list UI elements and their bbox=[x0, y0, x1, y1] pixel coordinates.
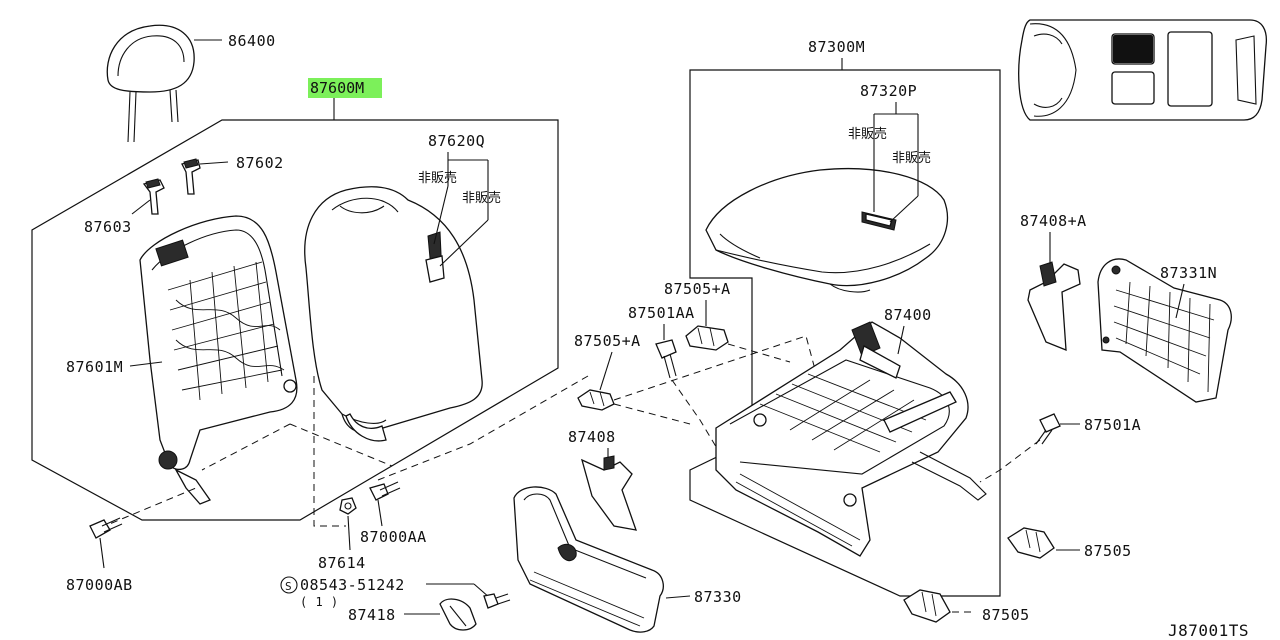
s-mark-letter: S bbox=[285, 580, 292, 593]
label-nut: 87614 bbox=[318, 554, 366, 572]
label-cover-1: 87505 bbox=[1084, 542, 1132, 560]
cushion-trim[interactable] bbox=[705, 167, 948, 293]
bolt-aa-seat[interactable] bbox=[655, 339, 677, 379]
guide-free[interactable] bbox=[142, 178, 165, 215]
label-cushion-trim: 87320P bbox=[860, 82, 917, 100]
label-cushion-assembly: 87300M bbox=[808, 38, 865, 56]
label-hinge-cover: 87408 bbox=[568, 428, 616, 446]
label-bolt-a: 87501A bbox=[1084, 416, 1141, 434]
label-cushion-frame: 87400 bbox=[884, 306, 932, 324]
label-not-sold-c: 非販売 bbox=[848, 126, 887, 142]
cover-1[interactable] bbox=[1007, 527, 1055, 559]
label-screw: 08543-51242 bbox=[300, 576, 405, 594]
label-cover-a-top: 87505+A bbox=[664, 280, 731, 298]
label-cover-2: 87505 bbox=[982, 606, 1030, 624]
nut[interactable] bbox=[339, 497, 357, 515]
label-not-sold-d: 非販売 bbox=[892, 150, 931, 166]
drawing-code: J87001TS bbox=[1168, 621, 1249, 640]
label-screw-qty: ( 1 ) bbox=[300, 595, 339, 609]
label-knob: 87418 bbox=[348, 606, 396, 624]
label-not-sold-a: 非販売 bbox=[418, 170, 457, 186]
screw[interactable] bbox=[483, 593, 511, 609]
hinge-cover-a[interactable] bbox=[1027, 261, 1081, 351]
label-guide-free: 87603 bbox=[84, 218, 132, 236]
label-bolt-aa: 87000AA bbox=[360, 528, 427, 546]
label-headrest: 86400 bbox=[228, 32, 276, 50]
label-bolt-aa-seat: 87501AA bbox=[628, 304, 695, 322]
s-mark-icon bbox=[280, 576, 298, 594]
headrest[interactable] bbox=[106, 24, 195, 143]
label-seat-back-trim: 87620Q bbox=[428, 132, 485, 150]
finisher-inner[interactable] bbox=[513, 486, 664, 633]
label-seat-back-assembly[interactable]: 87600M bbox=[310, 79, 364, 97]
hinge-cover[interactable] bbox=[581, 455, 637, 531]
label-not-sold-b: 非販売 bbox=[462, 190, 501, 206]
seat-back-frame[interactable] bbox=[139, 215, 298, 505]
seat-back-group-outline bbox=[31, 119, 559, 521]
bolt-a[interactable] bbox=[1035, 413, 1061, 445]
knob[interactable] bbox=[439, 598, 477, 631]
label-guide-lock: 87602 bbox=[236, 154, 284, 172]
cover-a-left[interactable] bbox=[577, 389, 615, 411]
bolt-aa[interactable] bbox=[369, 481, 401, 501]
finisher-outer[interactable] bbox=[1097, 258, 1232, 403]
label-seat-back-frame: 87601M bbox=[66, 358, 123, 376]
cover-2[interactable] bbox=[903, 589, 951, 623]
cushion-group-outline bbox=[689, 69, 1001, 597]
vehicle-locator bbox=[1018, 19, 1268, 121]
cover-a-top[interactable] bbox=[685, 325, 729, 351]
label-cover-a-left: 87505+A bbox=[574, 332, 641, 350]
label-bolt-ab: 87000AB bbox=[66, 576, 133, 594]
seat-back-trim[interactable] bbox=[304, 186, 483, 442]
label-hinge-cover-a: 87408+A bbox=[1020, 212, 1087, 230]
label-finisher-outer: 87331N bbox=[1160, 264, 1217, 282]
label-finisher-inner: 87330 bbox=[694, 588, 742, 606]
guide-lock[interactable] bbox=[181, 158, 201, 195]
cushion-frame[interactable] bbox=[715, 321, 987, 557]
bolt-ab[interactable] bbox=[89, 517, 123, 539]
selected-seat-marker bbox=[1113, 35, 1153, 63]
highlight-box bbox=[308, 78, 382, 98]
